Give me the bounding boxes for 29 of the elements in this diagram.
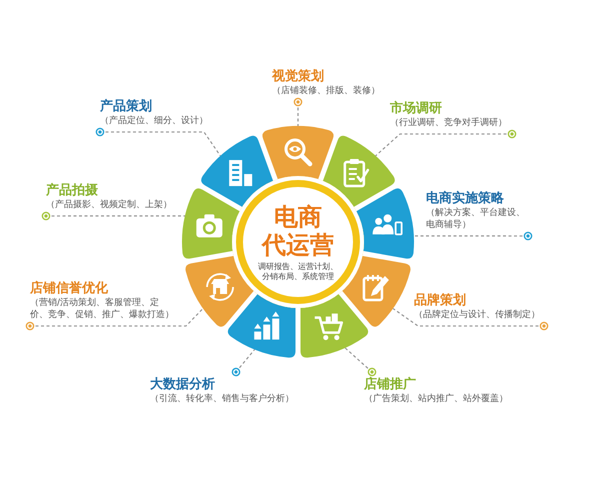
- callout-title: 市场调研: [390, 101, 442, 117]
- callout-title: 大数据分析: [150, 377, 215, 393]
- leader-line: [392, 308, 548, 330]
- callout-description: （产品定位、细分、设计）: [100, 115, 208, 127]
- leader-line: [26, 308, 204, 330]
- callout-title: 店铺推广: [364, 377, 416, 393]
- leader-line: [232, 349, 255, 376]
- callout-description: （行业调研、竞争对手调研）: [390, 117, 507, 129]
- callout-title: 店铺信誉优化: [30, 281, 108, 297]
- callout-description: （品牌定位与设计、传播制定）: [414, 309, 540, 321]
- callout-title: 视觉策划: [272, 69, 324, 85]
- callout-description: （解决方案、平台建设、电商辅导）: [426, 207, 526, 231]
- leader-line: [42, 212, 185, 220]
- callout-description: （营销/活动策划、客服管理、定价、竞争、促销、推广、爆款打造）: [30, 297, 175, 321]
- callout-title: 产品策划: [100, 99, 152, 115]
- callout-description: （引流、转化率、销售与客户分析）: [150, 393, 294, 405]
- callout-title: 电商实施策略: [426, 191, 504, 207]
- leader-line: [96, 128, 221, 156]
- leader-line: [375, 130, 516, 156]
- leader-line: [344, 348, 376, 376]
- callout-description: （产品摄影、视频定制、上架）: [46, 199, 172, 211]
- leader-line: [414, 232, 532, 240]
- callout-description: （广告策划、站内推广、站外覆盖）: [364, 393, 508, 405]
- callout-title: 品牌策划: [414, 293, 466, 309]
- callout-title: 产品拍摄: [46, 183, 98, 199]
- callout-description: （店铺装修、排版、装修）: [272, 85, 380, 97]
- center-title: 电商代运营: [260, 202, 335, 258]
- center-subtitle: 调研报告、运营计划、分销布局、系统管理: [257, 262, 339, 282]
- leader-line: [294, 98, 302, 126]
